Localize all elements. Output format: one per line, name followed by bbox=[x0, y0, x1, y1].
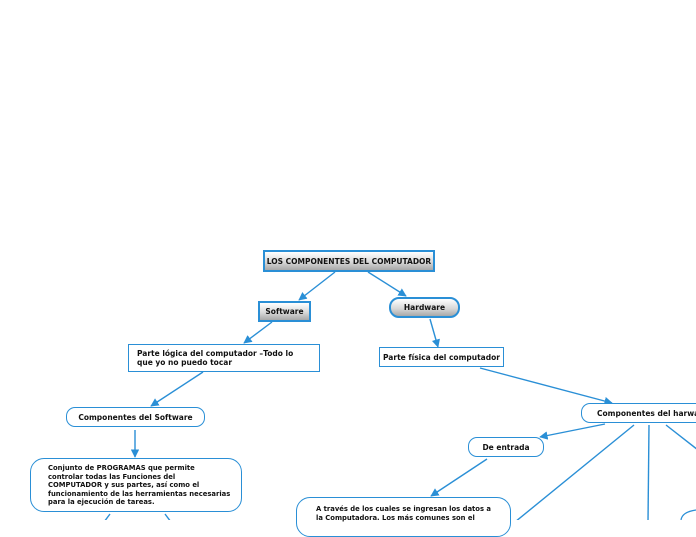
edge-input-desc bbox=[430, 458, 488, 497]
edge-programs-branch-1 bbox=[104, 513, 111, 520]
input-devices-label: De entrada bbox=[482, 442, 530, 452]
root-node[interactable]: LOS COMPONENTES DEL COMPUTADOR bbox=[263, 250, 435, 272]
edge-hardcomp-branch-1 bbox=[516, 424, 635, 520]
hardware-description-text: Parte física del computador bbox=[383, 352, 500, 362]
edge-hardcomp-branch-3 bbox=[665, 424, 696, 450]
input-devices-description-node[interactable]: A través de los cuales se ingresan los d… bbox=[296, 497, 511, 537]
root-node-label: LOS COMPONENTES DEL COMPUTADOR bbox=[266, 256, 432, 266]
offscreen-node-edge bbox=[680, 509, 696, 520]
software-description-text: Parte lógica del computador –Todo lo que… bbox=[137, 349, 294, 367]
hardware-node-label: Hardware bbox=[403, 303, 446, 312]
software-programs-text: Conjunto de PROGRAMAS que permite contro… bbox=[48, 464, 231, 507]
software-components-label: Componentes del Software bbox=[78, 412, 193, 422]
software-node[interactable]: Software bbox=[258, 301, 311, 322]
edge-hardcomp-branch-2 bbox=[647, 424, 650, 520]
edge-hardware-desc bbox=[429, 318, 440, 348]
edge-harddesc-components bbox=[479, 367, 613, 406]
hardware-description-node[interactable]: Parte física del computador bbox=[379, 347, 504, 367]
edge-hardcomp-input bbox=[539, 423, 606, 440]
edge-softdesc-components bbox=[150, 371, 204, 407]
software-description-node[interactable]: Parte lógica del computador –Todo lo que… bbox=[128, 344, 320, 372]
edge-software-desc bbox=[243, 321, 273, 344]
edge-root-software bbox=[298, 271, 336, 301]
hardware-node[interactable]: Hardware bbox=[389, 297, 460, 318]
hardware-components-node[interactable]: Componentes del harwar bbox=[581, 403, 696, 423]
input-devices-description-text: A través de los cuales se ingresan los d… bbox=[316, 505, 491, 522]
connector-layer bbox=[104, 271, 696, 520]
software-node-label: Software bbox=[265, 307, 304, 316]
hardware-components-label: Componentes del harwar bbox=[597, 408, 696, 418]
software-components-node[interactable]: Componentes del Software bbox=[66, 407, 205, 427]
edge-root-hardware bbox=[367, 271, 407, 297]
input-devices-node[interactable]: De entrada bbox=[468, 437, 544, 457]
edge-programs-branch-2 bbox=[164, 513, 171, 520]
software-programs-node[interactable]: Conjunto de PROGRAMAS que permite contro… bbox=[30, 458, 242, 512]
